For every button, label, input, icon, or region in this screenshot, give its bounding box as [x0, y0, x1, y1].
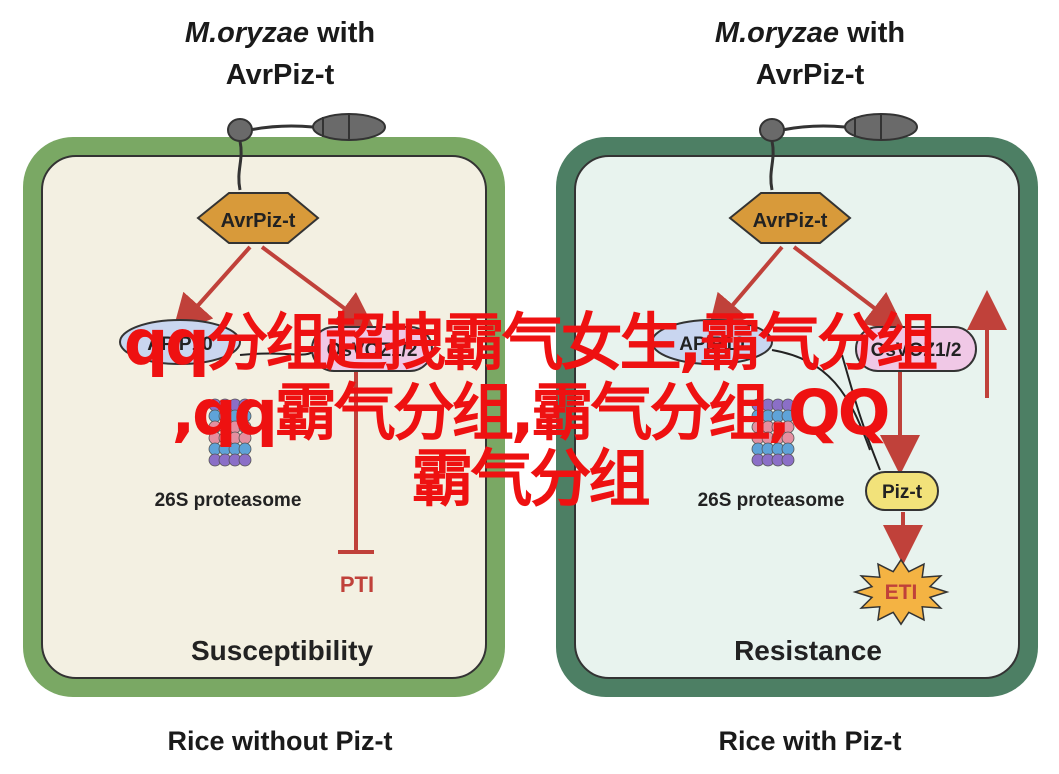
svg-text:APIP10: APIP10	[147, 334, 212, 355]
proteasome-right: 26S proteasome	[698, 398, 845, 511]
left-title: M.oryzae with AvrPiz-t	[150, 12, 410, 96]
effector-avrpiz-t-left: AvrPiz-t	[196, 192, 320, 244]
fungal-spore-left	[227, 113, 386, 191]
receptor-piz-t: Piz-t	[865, 471, 939, 511]
svg-text:APIP10: APIP10	[679, 334, 744, 355]
right-pathway	[707, 245, 1007, 565]
protein-osvoz-left: OsVOZ1/2	[311, 326, 433, 372]
susceptibility-label: Susceptibility	[191, 635, 373, 666]
protein-osvoz-right: OsVOZ1/2	[855, 326, 977, 372]
effector-label-left: AvrPiz-t	[221, 210, 296, 232]
proteasome-label-left: 26S proteasome	[155, 490, 302, 511]
overlay-line-3: 霸气分组	[411, 442, 650, 515]
right-title-species: M.oryzae	[714, 17, 840, 49]
svg-text:OsVOZ1/2: OsVOZ1/2	[871, 340, 962, 361]
right-title: M.oryzae with AvrPiz-t	[680, 12, 940, 96]
overlay-line-2: ,qq霸气分组,霸气分组,QQ	[171, 376, 891, 449]
svg-text:Piz-t: Piz-t	[882, 482, 923, 503]
proteasome-bead	[238, 453, 252, 467]
svg-text:OsVOZ1/2: OsVOZ1/2	[327, 340, 418, 361]
right-title-effector: AvrPiz-t	[755, 59, 865, 91]
left-cell	[23, 137, 505, 697]
right-caption: Rice with Piz-t	[718, 726, 902, 756]
proteasome-bead	[781, 453, 795, 467]
proteasome-left: 26S proteasome	[155, 398, 302, 511]
protein-apip10-right: APIP10	[651, 319, 773, 365]
overlay-line-1: qq分组超拽霸气女生,霸气分组	[123, 306, 938, 379]
resistance-label: Resistance	[734, 635, 882, 666]
eti-burst: ETI	[852, 558, 950, 626]
effector-avrpiz-t-right: AvrPiz-t	[728, 192, 852, 244]
effector-label-right: AvrPiz-t	[753, 210, 828, 232]
fungal-spore-right	[759, 113, 918, 191]
protein-apip10-left: APIP10	[119, 319, 241, 365]
proteasome-label-right: 26S proteasome	[698, 490, 845, 511]
left-caption: Rice without Piz-t	[167, 726, 393, 756]
left-title-with: with	[309, 17, 376, 49]
left-title-effector: AvrPiz-t	[225, 59, 335, 91]
right-title-with: with	[839, 17, 906, 49]
pti-label: PTI	[340, 572, 374, 597]
left-title-species: M.oryzae	[184, 17, 310, 49]
svg-text:ETI: ETI	[885, 581, 918, 604]
left-pathway	[171, 245, 377, 554]
